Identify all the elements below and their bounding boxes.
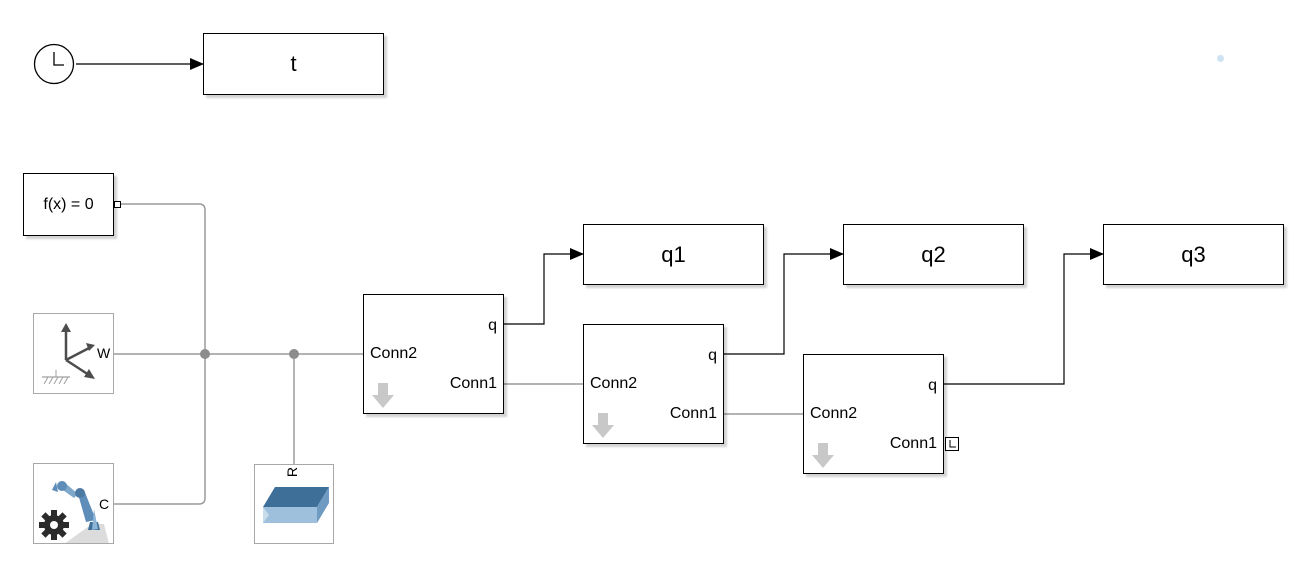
joint2-conn2-port-label: Conn2 [590,375,638,392]
decorative-dot [1217,55,1224,62]
solid-box-icon [263,487,329,523]
revolute-joint-2-block[interactable]: q Conn2 Conn1 [583,324,724,444]
physical-line-mechanism[interactable] [114,354,206,505]
solver-configuration-block[interactable]: f(x) = 0 [23,173,114,236]
world-frame-port-label: W [97,345,111,361]
gear-icon [39,510,69,540]
down-arrow-icon [372,383,394,408]
junction-dot [200,349,210,359]
joint1-conn2-port-label: Conn2 [370,345,418,362]
port-terminal-icon [945,437,959,451]
joint3-conn2-port-label: Conn2 [810,405,858,422]
joint3-q-port-label: q [928,377,937,394]
mechanism-port-label: C [99,496,110,512]
junction-dot [289,349,299,359]
display-q1-block[interactable]: q1 [583,224,764,285]
joint2-conn1-port-label: Conn1 [669,405,717,422]
revolute-joint-3-block[interactable]: q Conn2 Conn1 [803,354,944,474]
display-q2-block[interactable]: q2 [843,224,1024,285]
revolute-joint-1-block[interactable]: q Conn2 Conn1 [363,294,504,414]
down-arrow-icon [812,443,834,468]
signal-line-q3[interactable] [944,248,1104,385]
joint2-q-port-label: q [708,347,717,364]
ground-hatch-icon [42,370,70,385]
signal-line-q1[interactable] [504,248,584,325]
signal-line-q2[interactable] [724,248,844,355]
port-terminal-icon [114,201,121,208]
brick-solid-block[interactable]: R [254,464,334,544]
display-q2-label: q2 [921,241,946,267]
world-frame-block[interactable]: W [33,313,114,394]
physical-line-solver[interactable] [119,203,206,354]
time-display-label: t [290,51,297,76]
down-arrow-icon [592,413,614,438]
display-q3-label: q3 [1181,241,1206,267]
time-display-block[interactable]: t [203,33,384,95]
joint3-conn1-port-label: Conn1 [889,435,937,452]
mechanism-configuration-block[interactable]: C [33,463,114,544]
clock-icon [33,43,75,85]
joint1-conn1-port-label: Conn1 [449,375,497,392]
coordinate-frame-icon [42,323,95,385]
robot-arm-icon [52,481,109,543]
clock-block[interactable] [33,43,75,85]
display-q1-label: q1 [661,241,686,267]
joint1-q-port-label: q [488,317,497,334]
solver-configuration-label: f(x) = 0 [43,195,94,213]
rigid-body-port-label: R [284,466,301,478]
display-q3-block[interactable]: q3 [1103,224,1284,285]
